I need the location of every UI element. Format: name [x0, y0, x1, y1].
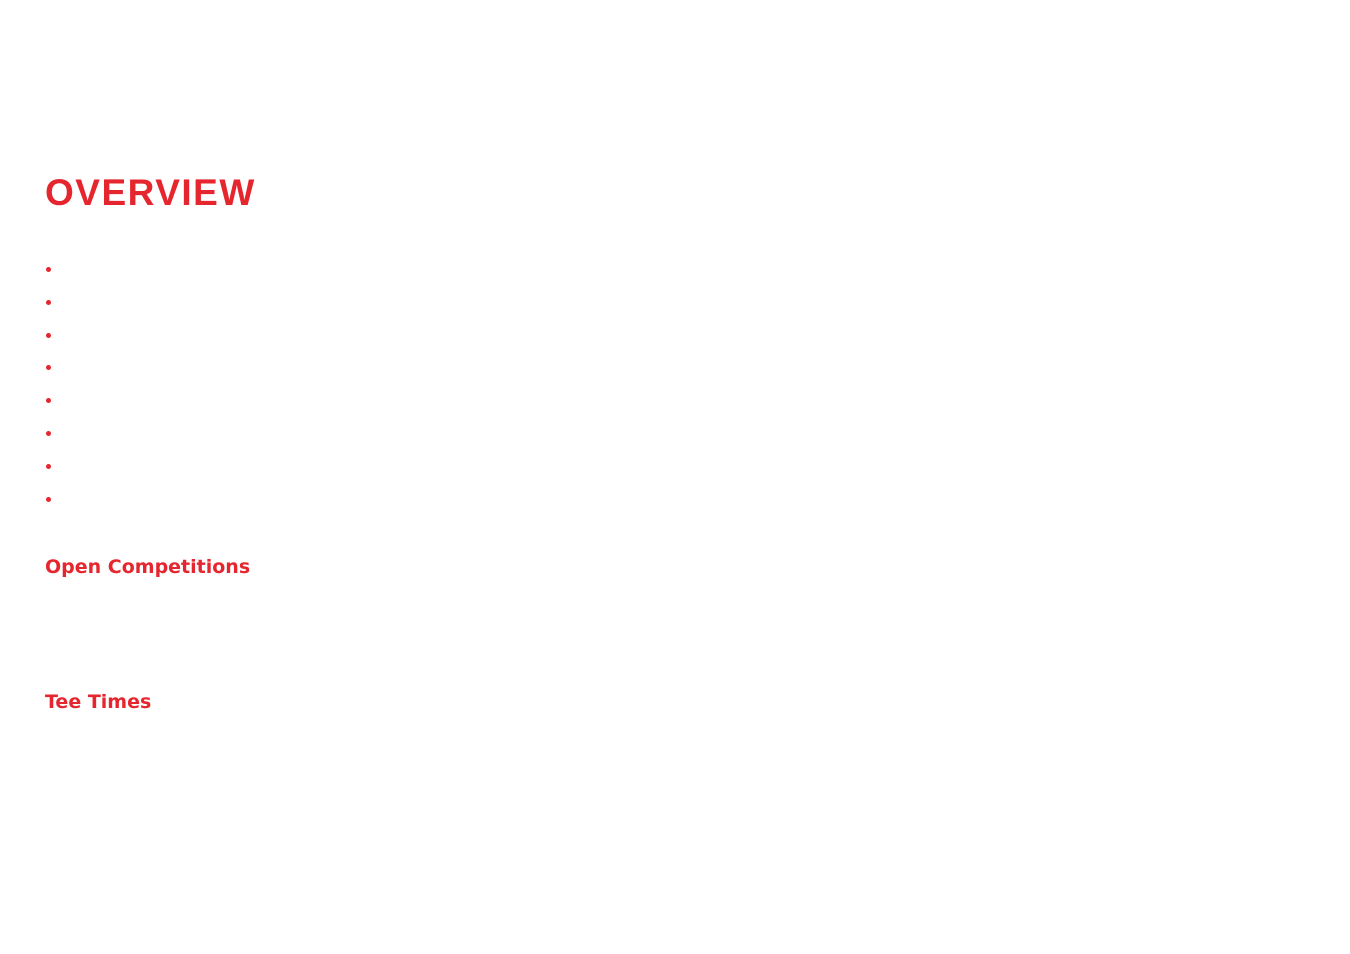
- list-item: [45, 254, 65, 287]
- page-title: OVERVIEW: [45, 172, 256, 213]
- list-item: [45, 451, 65, 484]
- list-item-link[interactable]: [45, 418, 65, 448]
- list-item-link[interactable]: [45, 254, 65, 284]
- list-item: [45, 352, 65, 385]
- list-item-link[interactable]: [45, 451, 65, 481]
- list-item: [45, 287, 65, 320]
- list-item: [45, 320, 65, 353]
- list-item: [45, 484, 65, 517]
- overview-list: [45, 254, 65, 516]
- list-item-link[interactable]: [45, 385, 65, 415]
- tee-times-heading: Tee Times: [45, 691, 152, 713]
- open-competitions-heading: Open Competitions: [45, 556, 251, 578]
- list-item: [45, 385, 65, 418]
- list-item-link[interactable]: [45, 287, 65, 317]
- list-item-link[interactable]: [45, 352, 65, 382]
- list-item: [45, 418, 65, 451]
- list-item-link[interactable]: [45, 484, 65, 514]
- list-item-link[interactable]: [45, 320, 65, 350]
